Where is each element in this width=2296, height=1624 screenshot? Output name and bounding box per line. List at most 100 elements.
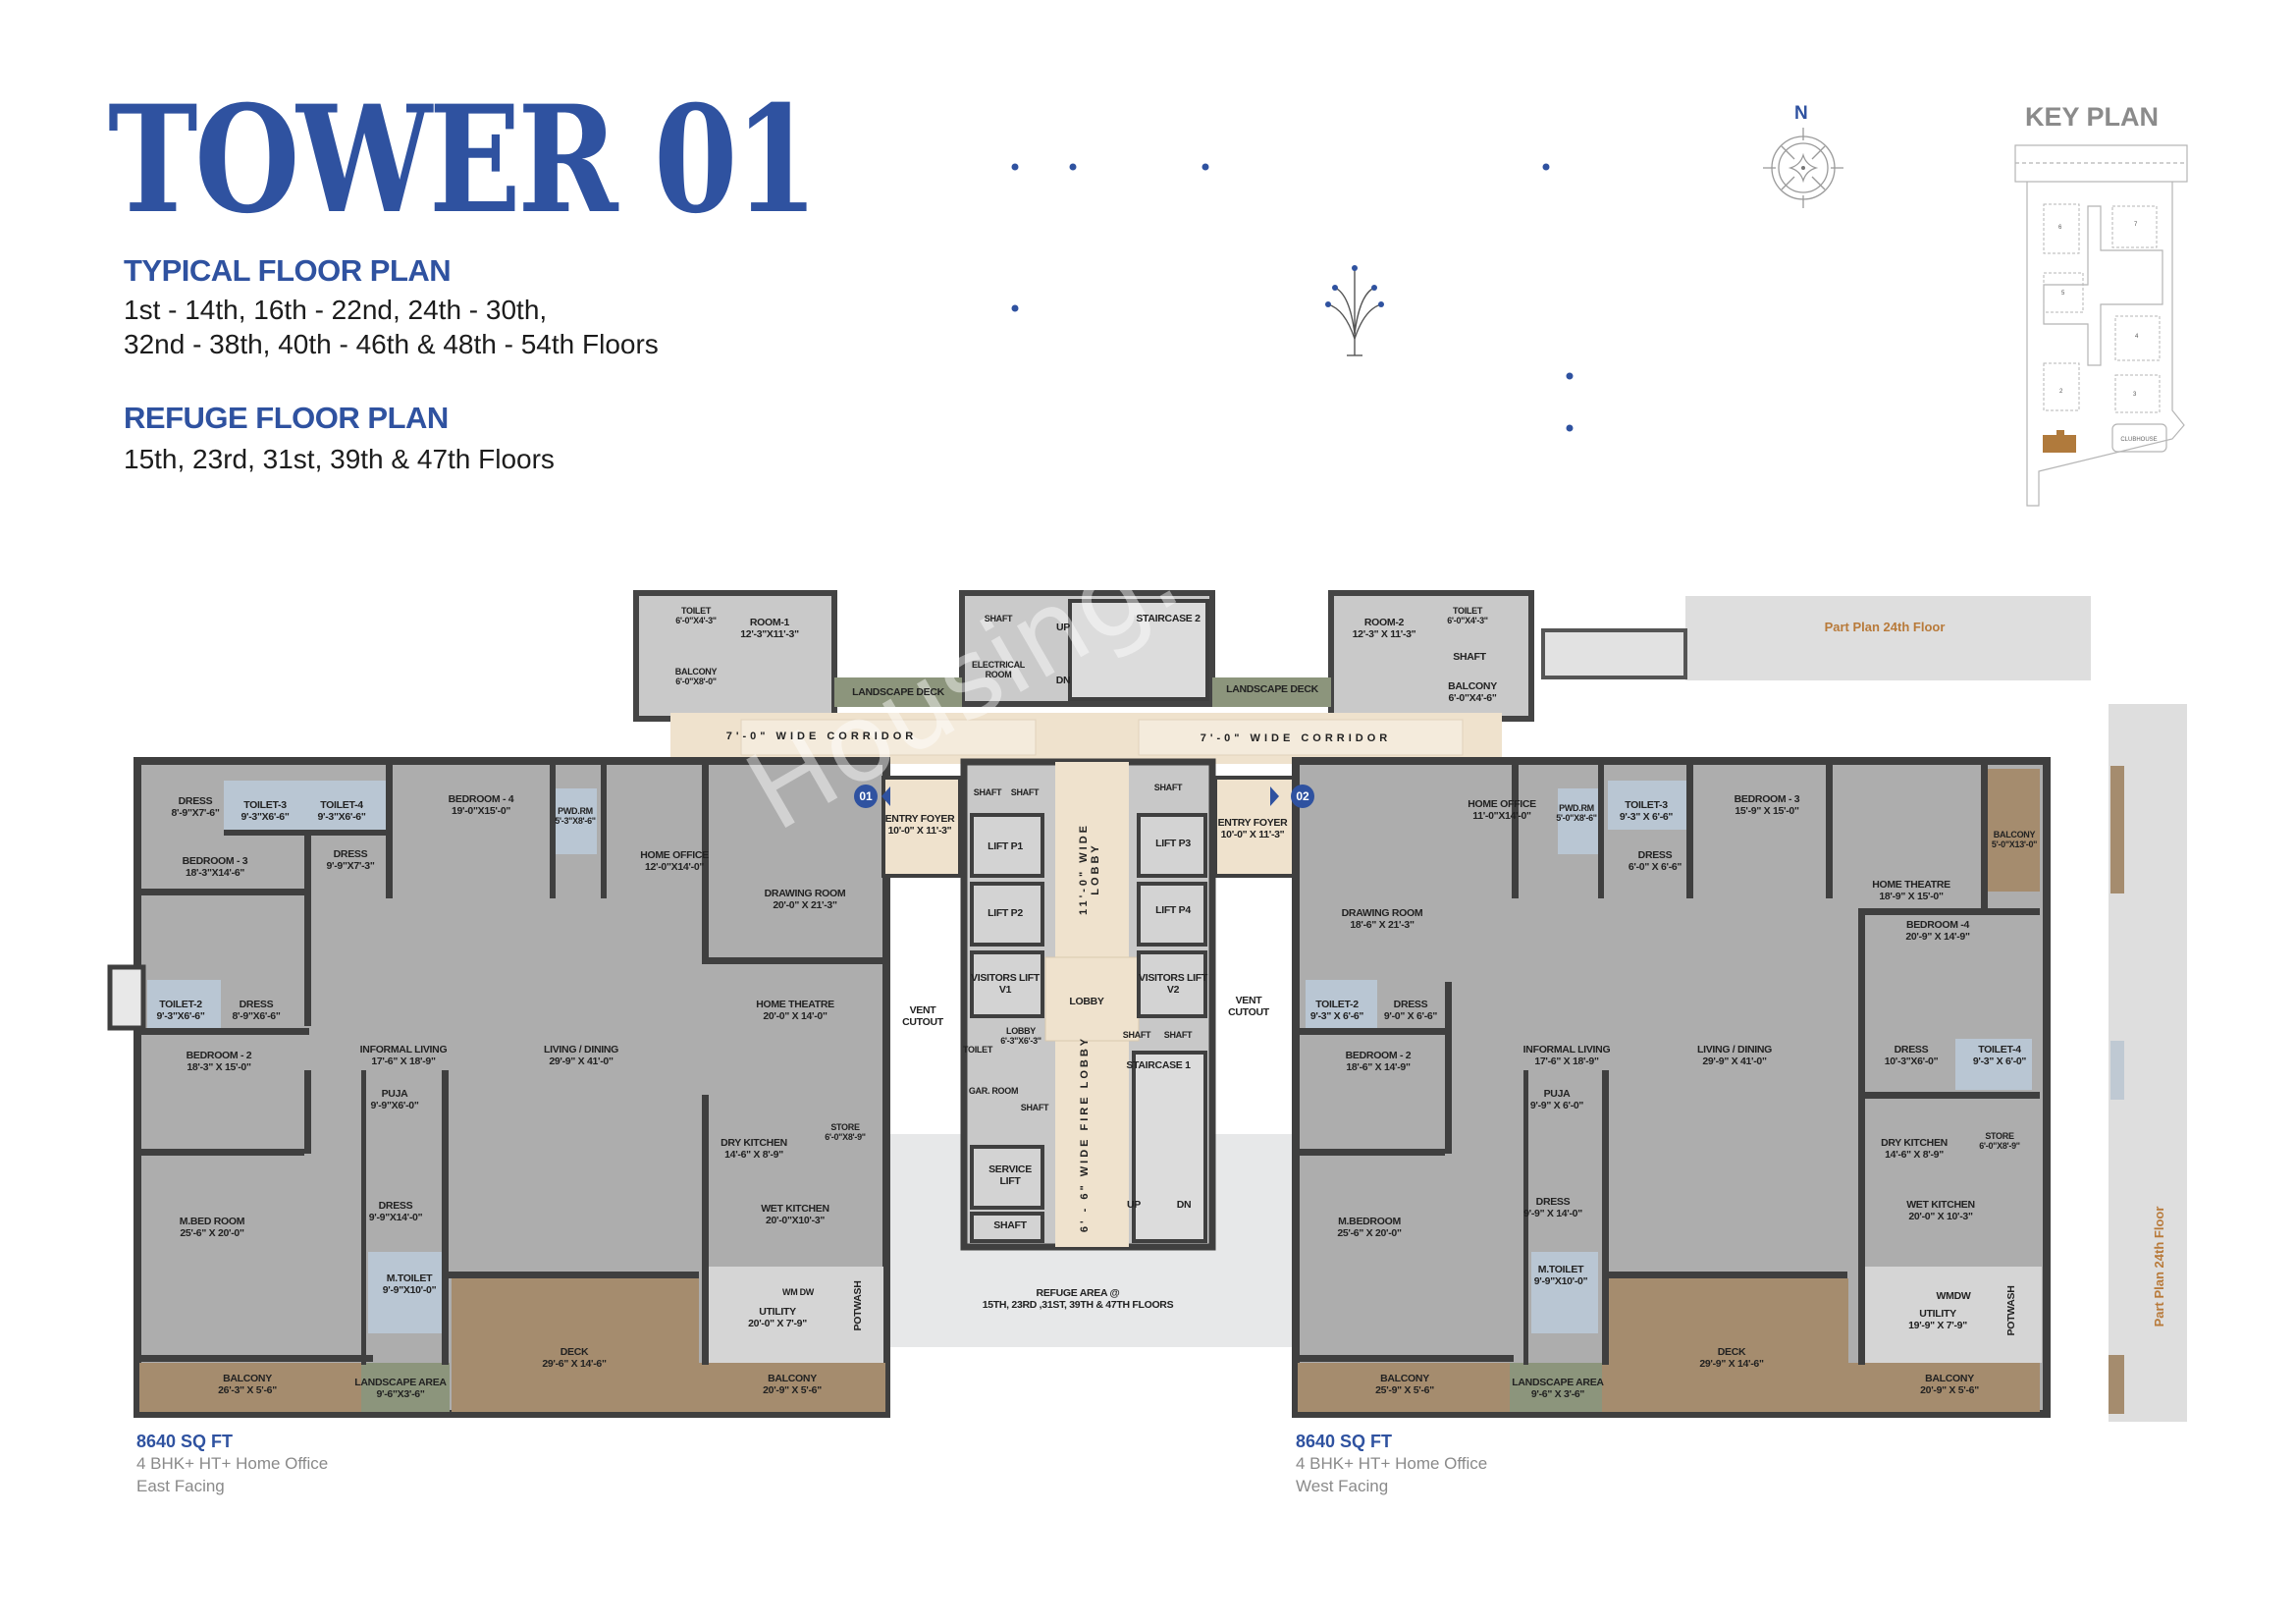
room-name: UTILITY <box>1919 1308 1956 1320</box>
key-plan-tower-number: 7 <box>2134 222 2138 228</box>
room-name: TOILET <box>1452 606 1483 616</box>
room-size: 20'-9" X 5'-6" <box>763 1384 822 1396</box>
core-label-label: DN <box>1177 1199 1192 1211</box>
room-name: SHAFT <box>1453 651 1486 663</box>
right-room-label: POTWASH <box>2005 1286 2017 1336</box>
entry-arrow-left-icon <box>881 786 890 806</box>
room-size: 20'-0" X 10'-3" <box>1908 1211 1973 1222</box>
key-plan-tower-number: 2 <box>2059 389 2063 395</box>
room-size: 18'-3"X14'-6" <box>185 867 245 879</box>
room-name: DRESS <box>1535 1196 1571 1208</box>
room-size: 5'-3"X8'-6" <box>555 816 596 826</box>
room-name: BALCONY <box>1380 1373 1429 1384</box>
room-name: HOME THEATRE <box>1872 879 1950 891</box>
room-name: ELECTRICAL <box>972 660 1025 670</box>
core-label-label: SHAFT <box>1011 787 1040 797</box>
room-name: BALCONY <box>1993 830 2036 839</box>
room-name: LIFT P4 <box>1155 904 1191 916</box>
room-name: DRESS <box>378 1200 413 1212</box>
room-name: TOILET-2 <box>159 999 202 1010</box>
room-name: PUJA <box>381 1088 408 1100</box>
room-name: POTWASH <box>852 1280 864 1331</box>
room-name: LANDSCAPE DECK <box>1226 683 1318 695</box>
room-name: 7'-0" WIDE CORRIDOR <box>1200 732 1392 744</box>
room-size: 18'-6" X 14'-9" <box>1346 1061 1411 1073</box>
room-size: CUTOUT <box>902 1016 943 1028</box>
room-size: 20'-0"X10'-3" <box>765 1215 826 1226</box>
room-name: SHAFT <box>984 614 1013 623</box>
room-2-block <box>1328 590 1534 722</box>
room-size: 9'-3"X6'-6" <box>317 811 366 823</box>
room-name: BALCONY <box>768 1373 817 1384</box>
room-name: M.BED ROOM <box>179 1216 245 1227</box>
room-size: 29'-9" X 41'-0" <box>1702 1056 1767 1067</box>
typical-floors-line-1: 1st - 14th, 16th - 22nd, 24th - 30th, <box>124 295 548 325</box>
room-name: REFUGE AREA @ <box>1036 1287 1120 1299</box>
room-size: 29'-9" X 41'-0" <box>549 1056 614 1067</box>
room-size: 6'-0"X4'-3" <box>675 616 717 625</box>
room-name: INFORMAL LIVING <box>1522 1044 1611 1056</box>
room-size: 9'-3" X 6'-0" <box>1972 1056 2027 1067</box>
core-label-label: LIFT P4 <box>1155 904 1191 916</box>
left-unit-zones <box>139 781 885 1412</box>
room-name: UP <box>1127 1199 1141 1211</box>
core-label-label: 7'-0" WIDE CORRIDOR <box>1201 732 1391 744</box>
room-size: 25'-6" X 20'-0" <box>1337 1227 1402 1239</box>
room-size: 18'-6" X 21'-3" <box>1350 919 1415 931</box>
room-name: LIFT P3 <box>1155 838 1191 849</box>
left-room-label: WM DW <box>782 1287 814 1297</box>
core-label-label: LOBBY <box>1069 996 1104 1007</box>
core-label-label: SHAFT <box>985 614 1013 623</box>
room-size: 10'-0" X 11'-3" <box>1220 829 1285 840</box>
room-name: 7'-0" WIDE CORRIDOR <box>725 731 918 742</box>
room-name: DRY KITCHEN <box>721 1137 787 1149</box>
core-label-label: SHAFT <box>1154 783 1183 792</box>
room-size: 9'-9" X 14'-0" <box>1523 1208 1582 1219</box>
right-unit-zones <box>1298 769 2042 1412</box>
key-plan-tower-number: 3 <box>2133 392 2137 398</box>
room-name: TOILET-4 <box>320 799 363 811</box>
room-size: 9'-3" X 6'-6" <box>1309 1010 1364 1022</box>
room-size: 8'-9"X6'-6" <box>232 1010 281 1022</box>
page-title: TOWER 01 <box>108 74 819 246</box>
room-name: STAIRCASE 1 <box>1126 1059 1191 1071</box>
room-name: SHAFT <box>1122 1030 1151 1040</box>
room-name: PWD.RM <box>1559 803 1594 813</box>
room-size: 20'-9" X 5'-6" <box>1920 1384 1979 1396</box>
room-size: 12'-0"X14'-0" <box>644 861 705 873</box>
part-plan-label-vertical: Part Plan 24th Floor <box>2152 1206 2166 1327</box>
typical-floors-text: 1st - 14th, 16th - 22nd, 24th - 30th, 32… <box>124 293 659 361</box>
left-unit-area: 8640 SQ FT <box>136 1432 234 1451</box>
part-plan-label: Part Plan 24th Floor <box>1824 620 1946 634</box>
room-name: SHAFT <box>993 1219 1027 1231</box>
room-name: DN <box>1055 675 1071 686</box>
room-size: 9'-3" X 6'-6" <box>1619 811 1674 823</box>
left-room-label: POTWASH <box>852 1281 864 1331</box>
refuge-floors-text: 15th, 23rd, 31st, 39th & 47th Floors <box>124 444 555 474</box>
room-name: LOBBY <box>1005 1026 1037 1036</box>
room-name: HOME THEATRE <box>756 999 834 1010</box>
room-name: BALCONY <box>1925 1373 1974 1384</box>
room-size: 8'-9"X7'-6" <box>171 807 220 819</box>
